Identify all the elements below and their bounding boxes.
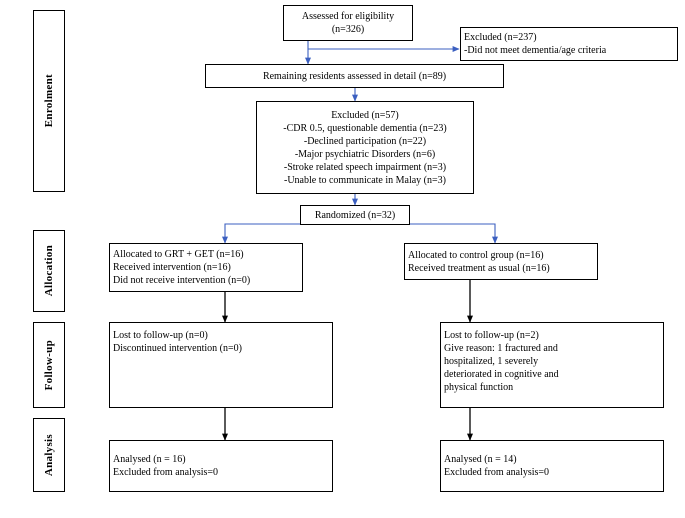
box-line: Allocated to control group (n=16) — [408, 249, 544, 261]
box-analysis-intervention: Analysed (n = 16) Excluded from analysis… — [109, 440, 333, 492]
box-followup-intervention: Lost to follow-up (n=0) Discontinued int… — [109, 322, 333, 408]
box-line: -Stroke related speech impairment (n=3) — [283, 161, 447, 173]
box-line: -Major psychiatric Disorders (n=6) — [294, 148, 436, 160]
box-analysis-control: Analysed (n = 14) Excluded from analysis… — [440, 440, 664, 492]
stage-followup: Follow-up — [33, 322, 65, 408]
box-line: (n=326) — [331, 24, 365, 35]
box-line: Lost to follow-up (n=2) — [444, 330, 539, 341]
stage-analysis: Analysis — [33, 418, 65, 492]
box-line: Excluded (n=237) — [464, 32, 537, 43]
box-line: Assessed for eligibility — [301, 11, 395, 22]
box-line: Analysed (n = 14) — [444, 454, 517, 465]
box-line: deteriorated in cognitive and — [444, 369, 559, 380]
box-line: Excluded (n=57) — [331, 109, 399, 121]
box-line: -Unable to communicate in Malay (n=3) — [284, 174, 446, 186]
box-line: -Declined participation (n=22) — [303, 135, 427, 147]
box-allocated-intervention: Allocated to GRT + GET (n=16) Received i… — [109, 243, 303, 292]
box-line: Discontinued intervention (n=0) — [113, 343, 242, 354]
box-line: Allocated to GRT + GET (n=16) — [113, 249, 244, 260]
box-line: Remaining residents assessed in detail (… — [262, 70, 447, 82]
box-line: Excluded from analysis=0 — [444, 467, 550, 478]
box-line: Lost to follow-up (n=0) — [113, 330, 208, 341]
box-line: Received intervention (n=16) — [113, 262, 231, 273]
box-allocated-control: Allocated to control group (n=16) Receiv… — [404, 243, 598, 280]
box-line: physical function — [444, 382, 514, 393]
box-remaining-residents: Remaining residents assessed in detail (… — [205, 64, 504, 88]
stage-allocation: Allocation — [33, 230, 65, 312]
stage-enrolment: Enrolment — [33, 10, 65, 192]
box-line: Give reason: 1 fractured and — [444, 343, 558, 354]
box-line: hospitalized, 1 severely — [444, 356, 539, 367]
box-assessed-for-eligibility: Assessed for eligibility (n=326) — [283, 5, 413, 41]
box-line: Excluded from analysis=0 — [113, 467, 219, 478]
box-line: Received treatment as usual (n=16) — [408, 262, 550, 274]
box-line: -CDR 0.5, questionable dementia (n=23) — [283, 122, 447, 134]
box-randomized: Randomized (n=32) — [300, 205, 410, 225]
box-excluded-237: Excluded (n=237) -Did not meet dementia/… — [460, 27, 678, 61]
box-line: Randomized (n=32) — [314, 209, 396, 221]
box-line: -Did not meet dementia/age criteria — [464, 45, 607, 56]
box-followup-control: Lost to follow-up (n=2) Give reason: 1 f… — [440, 322, 664, 408]
box-line: Did not receive intervention (n=0) — [113, 275, 251, 286]
box-line: Analysed (n = 16) — [113, 454, 186, 465]
box-excluded-57: Excluded (n=57) -CDR 0.5, questionable d… — [256, 101, 474, 194]
